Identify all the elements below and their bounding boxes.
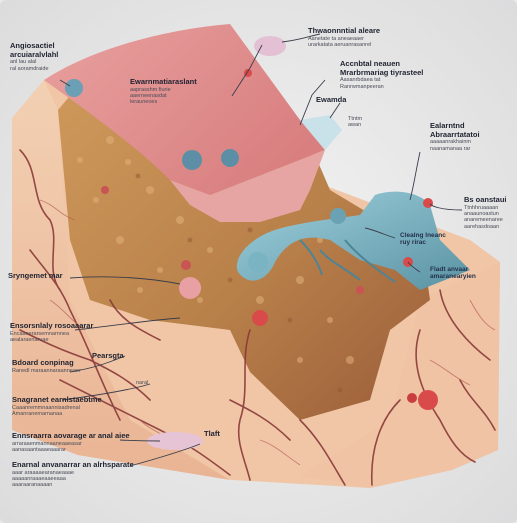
label-top-center: Ewarnmatiaraslant aaprasshm fiurie aaern… [130,77,197,106]
label-mid-right: Ealarntnd Abraarrtatatoi aaaaanrakhainm … [430,121,480,152]
label-far-right: Bs oanstaui Ttnhhruaaaan anaaunoastun an… [464,195,507,230]
label-left-mid: Sryngemet mar [8,271,63,280]
skin-top [44,24,325,195]
duct-branches [299,239,396,283]
label-bottom-left2: Enarnal anvanarrar an alrhsparate aaar a… [12,460,134,489]
label-top-right: Thwaonnntial aleare Aanetate ta aneaeaae… [308,26,381,48]
label-bottom-left1: Ennsraarra aovarage ar anal aiee arraraa… [12,431,130,453]
label-bottom-small: Tlaft [204,429,220,438]
label-left-lower3: Snagranet earnlstaebtme Caaanremmnaannis… [12,395,102,417]
tissue-right-face [300,262,500,488]
nodules [65,36,438,450]
label-right-tiny: Ttntm awan [348,116,363,129]
blood-vessels [19,149,496,486]
label-center-blue: Clealng lneanc ruy rirac [400,232,446,247]
label-left-tiny: naral [136,380,149,386]
label-left-lower2: Bdoard conpinag Ranedl maraannaraanneaer [12,358,81,374]
label-right-small: Ewamda [316,95,347,104]
label-right-lower: Fladt anvaar amaranearyien [430,266,476,281]
skin-tip [300,115,342,150]
label-top-left: Angiosactiel arcuiaralvlahl anl lau alal… [10,41,59,72]
fat-shadow [135,173,343,393]
tissue-left-face [12,80,230,480]
label-upper-right: Accnbtal neauen Mrarbrmariag tiyrasteel … [340,59,424,90]
skin-flap [170,150,325,222]
label-left-lower1: Ensorsnlaly rosoaaarar Encaanerarsemnarn… [10,321,94,343]
label-left-small: Pearsgta [92,351,124,360]
leader-lines [59,33,463,467]
